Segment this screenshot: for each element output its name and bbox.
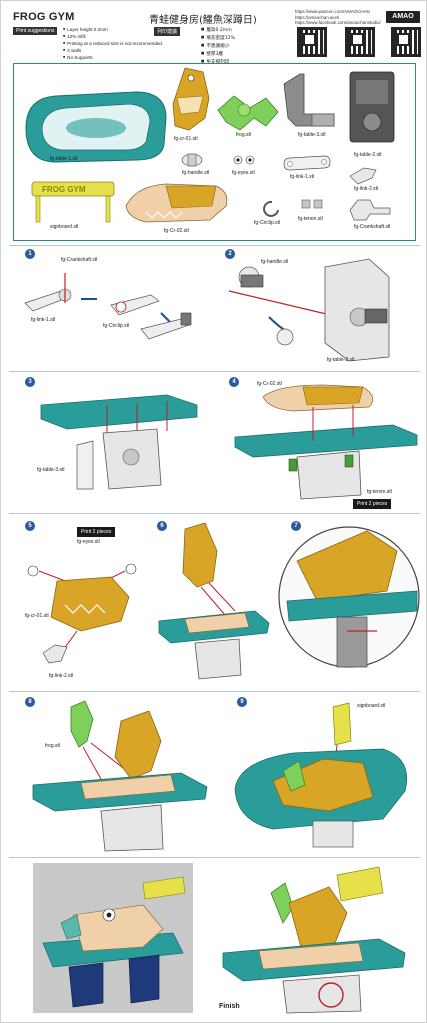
part-label-link-2: fg-link-2.stl xyxy=(354,186,379,192)
divider xyxy=(9,513,420,514)
suggestion-item-cn: 層高0.2mm xyxy=(201,26,235,34)
divider xyxy=(9,371,420,372)
suggestion-item: No Supports xyxy=(63,54,163,61)
callout-eyes: fg-eyes.stl xyxy=(77,539,100,545)
table-1-part xyxy=(25,91,167,163)
link-1-part xyxy=(283,155,331,171)
link-2-part xyxy=(349,167,377,185)
callout-frog: frog.stl xyxy=(45,743,61,749)
qr-code-website-icon[interactable] xyxy=(345,27,375,57)
part-label-cr-01: fg-cr-01.stl xyxy=(174,136,198,142)
frog-part xyxy=(217,95,279,131)
table-2-part xyxy=(349,71,395,143)
part-label-tenon: fg-tenon.stl xyxy=(298,216,323,222)
callout-cr-01: fg-cr-01.stl xyxy=(25,613,49,619)
parts-illustration: FROG GYM xyxy=(25,67,395,223)
part-label-eyes: fg-eyes.stl xyxy=(232,170,255,176)
step-3-illustration xyxy=(40,394,198,490)
part-label-circlip: fg-Circlip.stl xyxy=(254,220,281,226)
cr-01-part xyxy=(172,67,210,131)
suggestion-item: Layer height 0.2mm xyxy=(63,26,163,33)
callout-crankshaft: fg-Crankshaft.stl xyxy=(61,257,98,263)
finish-label: Finish xyxy=(219,1003,240,1010)
qr-code-patreon-icon[interactable] xyxy=(297,27,327,57)
step-5-illustration xyxy=(27,563,137,664)
part-label-signboard: signboard.stl xyxy=(50,224,79,230)
print-suggestions-tag: Print suggestions xyxy=(13,27,58,35)
crankshaft-part xyxy=(349,199,391,221)
callout-tenon: fg-tenon.stl xyxy=(367,489,392,495)
callout-link-1: fg-link-1.stl xyxy=(31,317,56,323)
part-label-table-3: fg-table-3.stl xyxy=(298,132,326,138)
callout-cr-02: fg-Cr-02.stl xyxy=(257,381,282,387)
callout-table-2: fg-table-2.stl xyxy=(327,357,355,363)
step-6-badge: 6 xyxy=(157,521,167,531)
print-suggestions-tag-cn: 列印建議 xyxy=(154,27,181,36)
signboard-part: FROG GYM xyxy=(31,181,115,223)
callout-table-3: fg-table-3.stl xyxy=(37,467,65,473)
page-title: FROG GYM xyxy=(13,11,75,23)
step-9-badge: 9 xyxy=(237,697,247,707)
part-label-link-1: fg-link-1.stl xyxy=(290,174,315,180)
link-list: https://www.patreon.com/AMAOCHAN https:/… xyxy=(295,9,381,26)
step-6-illustration xyxy=(158,522,270,680)
suggestion-item: Printing at a reduced size is not recomm… xyxy=(63,40,163,47)
part-label-table-1: fg-table-1.stl xyxy=(50,156,78,162)
page-title-cn: 青蛙健身房(鱷魚深蹲日) xyxy=(149,15,257,26)
website-link[interactable]: https://amaochan.work xyxy=(295,14,340,20)
callout-signboard: signboard.stl xyxy=(357,703,386,709)
divider xyxy=(9,691,420,692)
divider xyxy=(9,245,420,246)
callout-circlip: fg-Circlip.stl xyxy=(103,323,130,329)
step-2-badge: 2 xyxy=(225,249,235,259)
suggestion-item: 3 walls xyxy=(63,47,163,54)
brand-logo: AMAO xyxy=(386,11,420,23)
cr-02-part xyxy=(125,183,228,223)
suggestion-item-cn: 填充密度12% xyxy=(201,34,235,42)
suggestion-item: 12% infill xyxy=(63,33,163,40)
step-1-badge: 1 xyxy=(25,249,35,259)
step-2-illustration xyxy=(228,258,390,362)
part-label-table-2: fg-table-2.stl xyxy=(354,152,382,158)
step-7-badge: 7 xyxy=(291,521,301,531)
callout-handle: fg-handle.stl xyxy=(261,259,289,265)
part-label-cr-02: fg-Cr-02.stl xyxy=(164,228,189,234)
part-label-crankshaft: fg-Crankshaft.stl xyxy=(354,224,391,230)
step-4-illustration xyxy=(234,384,418,500)
handle-part xyxy=(181,153,203,167)
part-label-frog: frog.stl xyxy=(236,132,252,138)
step-8-illustration xyxy=(32,700,208,852)
suggestion-item-cn: 不建議縮小 xyxy=(201,42,235,50)
qr-code-facebook-icon[interactable] xyxy=(391,27,421,57)
step-1-illustration xyxy=(24,273,192,340)
print-2-pieces-tag: Print 2 pieces xyxy=(353,499,392,509)
part-label-handle: fg-handle.stl xyxy=(182,170,210,176)
circlip-part xyxy=(263,200,279,217)
svg-text:FROG GYM: FROG GYM xyxy=(42,185,86,194)
print-suggestions-list: Layer height 0.2mm 12% infill Printing a… xyxy=(63,26,163,61)
step-3-badge: 3 xyxy=(25,377,35,387)
patreon-link[interactable]: https://www.patreon.com/AMAOCHAN xyxy=(295,9,370,14)
finished-photo xyxy=(33,863,193,1013)
step-5-badge: 5 xyxy=(25,521,35,531)
table-3-part xyxy=(283,73,335,127)
print-suggestions-list-cn: 層高0.2mm 填充密度12% 不建議縮小 壁厚3層 免支撐列印 xyxy=(201,26,235,66)
parts-panel: FROG GYM fg-table-1.stl fg-cr-01. xyxy=(13,63,416,241)
step-4-badge: 4 xyxy=(229,377,239,387)
suggestion-item-cn: 壁厚3層 xyxy=(201,50,235,58)
divider xyxy=(9,857,420,858)
step-7-detail-zoom xyxy=(278,526,420,668)
step-8-badge: 8 xyxy=(25,697,35,707)
step-9-illustration xyxy=(234,702,408,848)
header: FROG GYM 青蛙健身房(鱷魚深蹲日) https://www.patreo… xyxy=(9,7,421,65)
facebook-link[interactable]: https://www.facebook.com/amaochanstudio/ xyxy=(295,20,381,26)
eyes-part xyxy=(233,155,255,165)
suggestion-item-cn: 免支撐列印 xyxy=(201,58,235,66)
print-2-pieces-tag: Print 2 pieces xyxy=(77,527,116,537)
finished-illustration xyxy=(222,866,406,1014)
tenon-part xyxy=(301,199,323,209)
callout-link-2: fg-link-2.stl xyxy=(49,673,74,679)
